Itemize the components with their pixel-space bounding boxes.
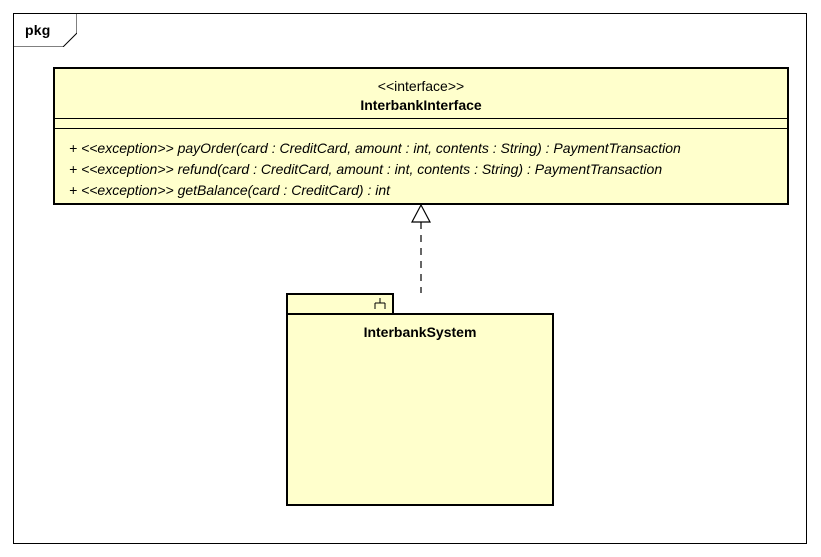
subsystem-fork-icon xyxy=(374,298,386,309)
interface-name: InterbankInterface xyxy=(360,97,482,113)
frame-label: pkg xyxy=(25,22,51,38)
package-tab xyxy=(286,293,394,315)
interface-operations: + <<exception>> payOrder(card : CreditCa… xyxy=(69,138,783,201)
operation-pay-order: + <<exception>> payOrder(card : CreditCa… xyxy=(69,140,681,156)
interface-stereotype: <<interface>> xyxy=(377,78,465,94)
diagram-frame xyxy=(13,13,807,544)
interface-attributes-compartment xyxy=(55,119,787,129)
operation-get-balance: + <<exception>> getBalance(card : Credit… xyxy=(69,182,391,198)
operation-refund: + <<exception>> refund(card : CreditCard… xyxy=(69,161,663,177)
interface-box[interactable]: <<interface>> InterbankInterface + <<exc… xyxy=(53,67,789,205)
package-name: InterbankSystem xyxy=(363,324,477,340)
frame-tab xyxy=(13,13,77,47)
package-box[interactable]: InterbankSystem xyxy=(286,313,554,506)
interface-header: <<interface>> InterbankInterface xyxy=(55,69,787,119)
